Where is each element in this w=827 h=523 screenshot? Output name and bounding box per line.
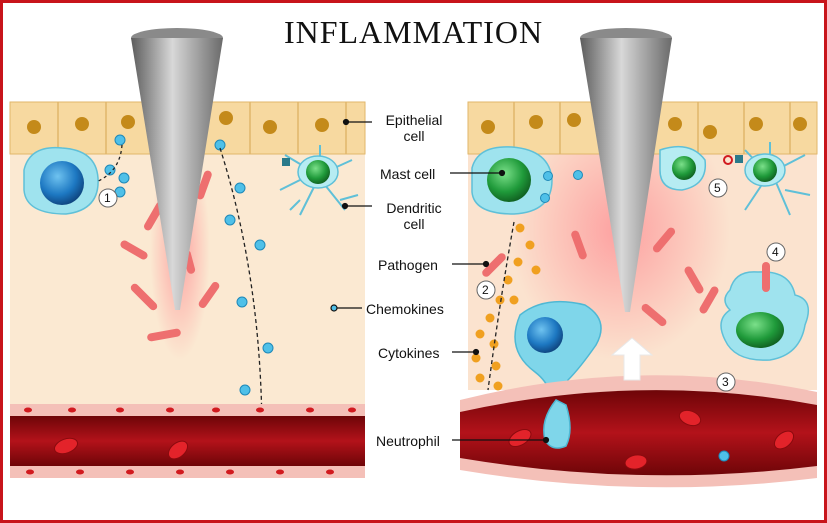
left-chemokines: [104, 134, 278, 461]
left-pathogens: [120, 170, 220, 342]
left-chemokine-trail: [219, 147, 263, 439]
step-4: 4: [772, 245, 779, 259]
right-cytokines: [471, 223, 541, 391]
right-cytokine-trail: [487, 221, 515, 391]
step-3: 3: [722, 375, 729, 389]
right-macrophage: [720, 262, 810, 361]
diagram-title: INFLAMMATION: [283, 14, 544, 50]
step-1: 1: [104, 191, 111, 205]
right-pathogens: [482, 227, 719, 327]
right-mast-cell: [471, 146, 583, 215]
right-dendritic-cell-1: [659, 145, 707, 191]
right-blood-vessel: [460, 375, 817, 488]
label-cytokines: Cytokines: [378, 345, 440, 361]
label-pathogen: Pathogen: [378, 257, 438, 273]
label-mast-cell: Mast cell: [380, 166, 436, 182]
left-mast-cell: [23, 146, 99, 215]
label-neutrophil: Neutrophil: [376, 433, 440, 449]
left-needle: [131, 28, 223, 310]
left-blood-vessel: [10, 404, 365, 478]
step-2: 2: [482, 283, 489, 297]
label-chemokines: Chemokines: [366, 301, 444, 317]
step-badges: [98, 178, 786, 392]
permeability-arrow: [610, 337, 654, 381]
step-5: 5: [714, 181, 721, 195]
right-neutrophil-in-vessel: [543, 399, 571, 449]
left-arrow-1: [95, 144, 123, 183]
right-needle: [580, 28, 672, 312]
left-dendritic-cell: [279, 145, 359, 216]
leader-lines: [330, 118, 550, 444]
